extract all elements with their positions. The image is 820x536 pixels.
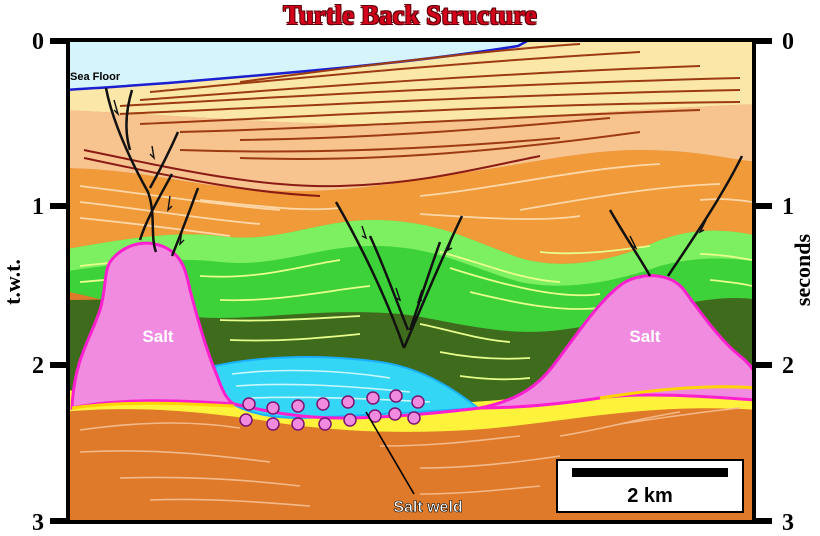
reflectors-basement (79, 407, 741, 507)
water-layer (68, 40, 527, 90)
left-tick-0: 0 (32, 29, 44, 55)
faults (104, 87, 744, 349)
salt-weld-leader (365, 411, 415, 495)
right-tick-3: 3 (782, 510, 794, 536)
diagram-frame (66, 38, 756, 524)
diagram-title: Turtle Back Structure (283, 0, 537, 30)
fault-left-1 (104, 87, 158, 253)
salt-remnants (239, 389, 425, 431)
reflectors-basin (231, 369, 431, 403)
geologic-layers (68, 40, 754, 522)
fault-left-3 (148, 131, 180, 189)
fault-right-2 (666, 155, 744, 277)
left-tick-2: 2 (32, 353, 44, 379)
left-tick-1: 1 (32, 194, 44, 220)
right-tick-2: 2 (782, 353, 794, 379)
fault-center-2 (402, 215, 464, 349)
fault-left-4 (138, 173, 174, 241)
salt-label-right: Salt (629, 327, 661, 346)
fault-left-2 (125, 89, 134, 151)
right-tick-0: 0 (782, 29, 794, 55)
yellow-band-top-right (599, 385, 754, 400)
fault-left-5 (170, 187, 200, 257)
salt-label-left: Salt (142, 327, 174, 346)
scale-bar: 2 km (556, 459, 744, 513)
left-tick-3: 3 (32, 510, 44, 536)
salt-weld-label: Salt weld (393, 499, 462, 516)
axis-ticks (50, 38, 772, 524)
salt-body-left (70, 241, 235, 410)
fault-arrows (113, 99, 707, 304)
yellow-band-top (71, 401, 235, 410)
fault-center-3 (368, 235, 410, 331)
scale-bar-label: 2 km (627, 485, 673, 507)
light-green-layer (68, 219, 754, 286)
reflectors-orange (79, 163, 753, 237)
orange-layer (68, 150, 754, 264)
reflectors-peach (83, 149, 541, 197)
sea-floor-label: Sea Floor (70, 71, 121, 83)
left-axis-title: t.w.t. (0, 259, 25, 305)
right-tick-1: 1 (782, 194, 794, 220)
reflectors-upper (119, 43, 741, 160)
fault-center-4 (408, 241, 442, 331)
right-axis-title: seconds (790, 234, 815, 307)
fault-center-1 (334, 201, 406, 349)
